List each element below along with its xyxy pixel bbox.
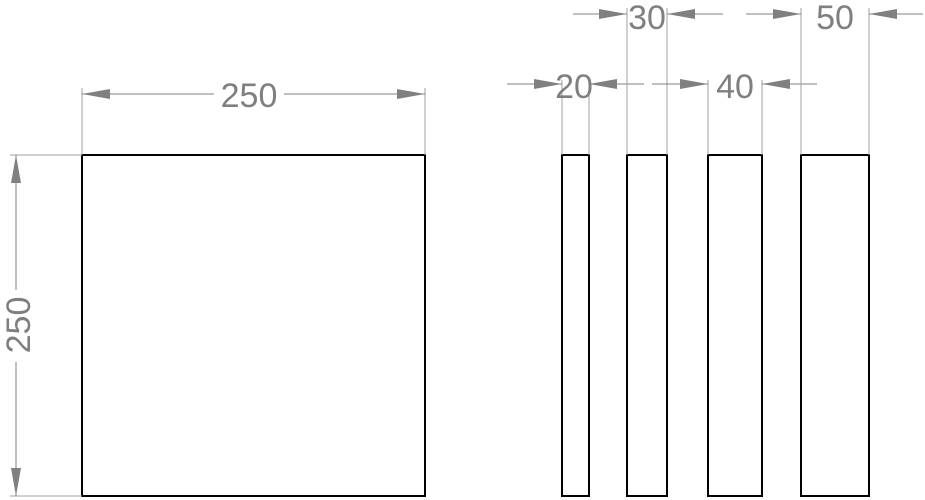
square-height-dimension: 250 <box>0 154 82 497</box>
strip-40 <box>707 154 763 497</box>
square-outline <box>81 154 426 497</box>
strip-50-outline <box>800 154 870 497</box>
square-part <box>81 154 426 497</box>
strip-30-label: 30 <box>628 0 666 37</box>
strip-50-arrow-left <box>773 9 801 19</box>
strip-30-arrow-right <box>667 9 695 19</box>
strip-20 <box>561 154 590 497</box>
strip-20-dimension: 20 <box>507 68 644 155</box>
square-height-arrow-top <box>11 155 21 183</box>
square-height-label: 250 <box>0 297 38 354</box>
strip-50-arrow-right <box>869 9 897 19</box>
strip-20-arrow-right <box>589 79 617 89</box>
strip-20-arrow-left <box>534 79 562 89</box>
strip-40-arrow-left <box>680 79 708 89</box>
square-height-arrow-bottom <box>11 468 21 496</box>
strip-40-arrow-right <box>762 79 790 89</box>
strip-50-label: 50 <box>816 0 854 37</box>
strip-50-dimension: 50 <box>746 0 923 155</box>
square-height-label-mask <box>0 290 34 362</box>
strip-30 <box>626 154 668 497</box>
square-width-arrow-left <box>82 89 110 99</box>
strip-40-outline <box>707 154 763 497</box>
strip-30-outline <box>626 154 668 497</box>
strip-20-outline <box>561 154 590 497</box>
square-width-dimension: 250 <box>81 77 426 155</box>
strip-40-dimension: 40 <box>652 68 817 155</box>
square-width-label-mask <box>214 78 284 110</box>
strip-40-label: 40 <box>716 68 754 106</box>
strip-30-dimension: 30 <box>573 0 723 155</box>
square-width-label: 250 <box>221 77 278 115</box>
strip-30-arrow-left <box>599 9 627 19</box>
strip-50 <box>800 154 870 497</box>
strip-20-label: 20 <box>555 68 593 106</box>
square-width-arrow-right <box>397 89 425 99</box>
